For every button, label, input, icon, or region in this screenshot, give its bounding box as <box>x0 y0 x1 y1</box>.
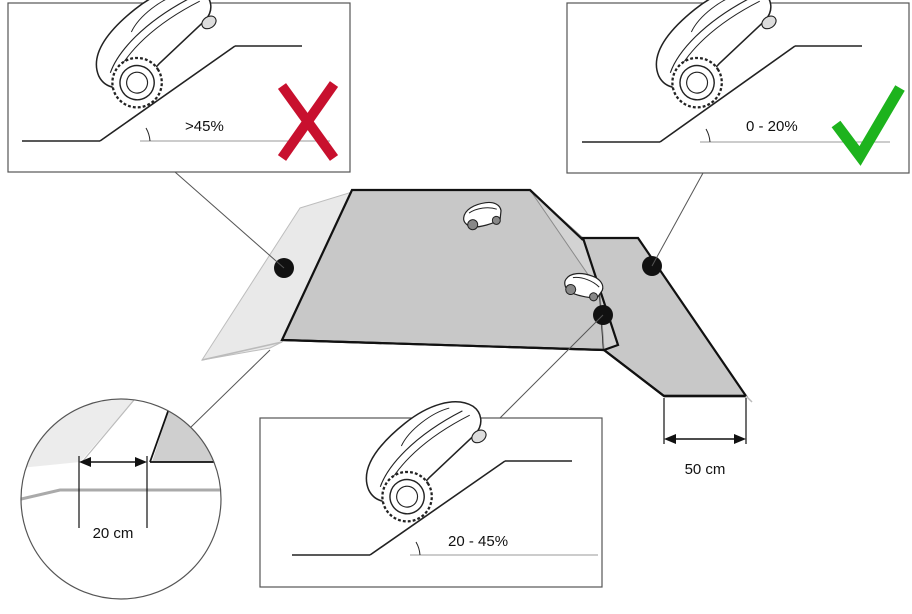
steep-slope-label: >45% <box>185 118 224 135</box>
red-x-icon <box>277 81 339 161</box>
edge-gap-label: 20 cm <box>93 525 134 542</box>
moderate-slope-panel: 20 - 45% <box>259 384 603 588</box>
lawn-plan <box>200 188 753 403</box>
gentle-slope-panel: 0 - 20% <box>566 0 910 174</box>
steep-slope-area <box>200 191 353 361</box>
border-width-label: 50 cm <box>685 461 726 478</box>
pointer-lines <box>174 171 704 429</box>
steep-slope-panel: >45% <box>7 0 351 173</box>
green-check-icon <box>831 85 905 166</box>
gentle-slope-label: 0 - 20% <box>746 118 798 135</box>
border-width-dimension: 50 cm <box>663 398 747 478</box>
edge-zoom-detail: 20 cm <box>20 398 222 600</box>
moderate-slope-label: 20 - 45% <box>448 533 508 550</box>
